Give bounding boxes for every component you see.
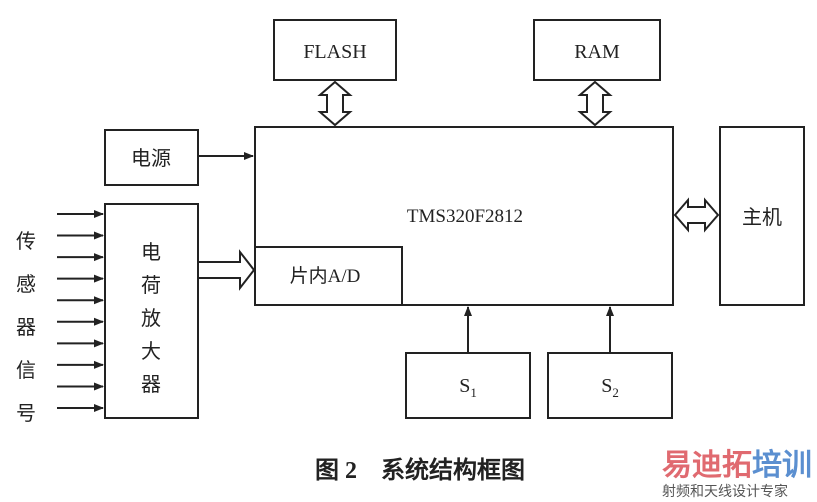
power-label: 电源: [131, 147, 171, 170]
host-label: 主机: [742, 206, 782, 229]
sensor_signal-char: 器: [16, 317, 36, 339]
flash-label: FLASH: [303, 41, 366, 63]
sensor_signal-char: 感: [16, 273, 36, 296]
watermark-brand-blue: 培训: [752, 448, 812, 483]
s2-label: S2: [601, 375, 619, 400]
figure-caption: 图 2 系统结构框图: [315, 456, 525, 484]
adc-label: 片内A/D: [290, 265, 361, 287]
ram-block: RAM: [533, 19, 661, 81]
flash-block: FLASH: [273, 19, 397, 81]
host-block: 主机: [719, 126, 805, 306]
amplifier-char: 大: [141, 340, 161, 363]
ram-label: RAM: [574, 41, 620, 63]
sensor-input-arrows: [57, 210, 104, 412]
s1-block: S1: [405, 352, 531, 419]
watermark-logo: 易迪拓 培训 射频和天线设计专家: [662, 448, 812, 500]
sensor_signal-char: 传: [16, 230, 36, 253]
sensor_signal-char: 号: [16, 403, 36, 425]
adc-block: [254, 246, 403, 306]
cpu-block: TMS320F2812 片内A/D: [254, 126, 674, 306]
amplifier-char: 荷: [141, 274, 161, 297]
ram-cpu-bus-arrow: [577, 80, 613, 127]
watermark-brand-red: 易迪拓: [662, 448, 752, 483]
cpu-label: TMS320F2812: [407, 206, 523, 227]
flash-cpu-bus-arrow: [317, 80, 353, 127]
amplifier-char: 放: [141, 307, 161, 330]
amplifier-char: 器: [141, 374, 161, 396]
cpu-host-bus-arrow: [673, 197, 720, 233]
s1-label: S1: [459, 375, 477, 400]
power-block: 电源: [104, 129, 199, 186]
amplifier-adc-arrow: [199, 249, 256, 291]
amplifier-char: 电: [141, 241, 161, 264]
sensor_signal-char: 信: [16, 359, 36, 382]
s2-block: S2: [547, 352, 673, 419]
watermark-tagline: 射频和天线设计专家: [662, 483, 788, 500]
